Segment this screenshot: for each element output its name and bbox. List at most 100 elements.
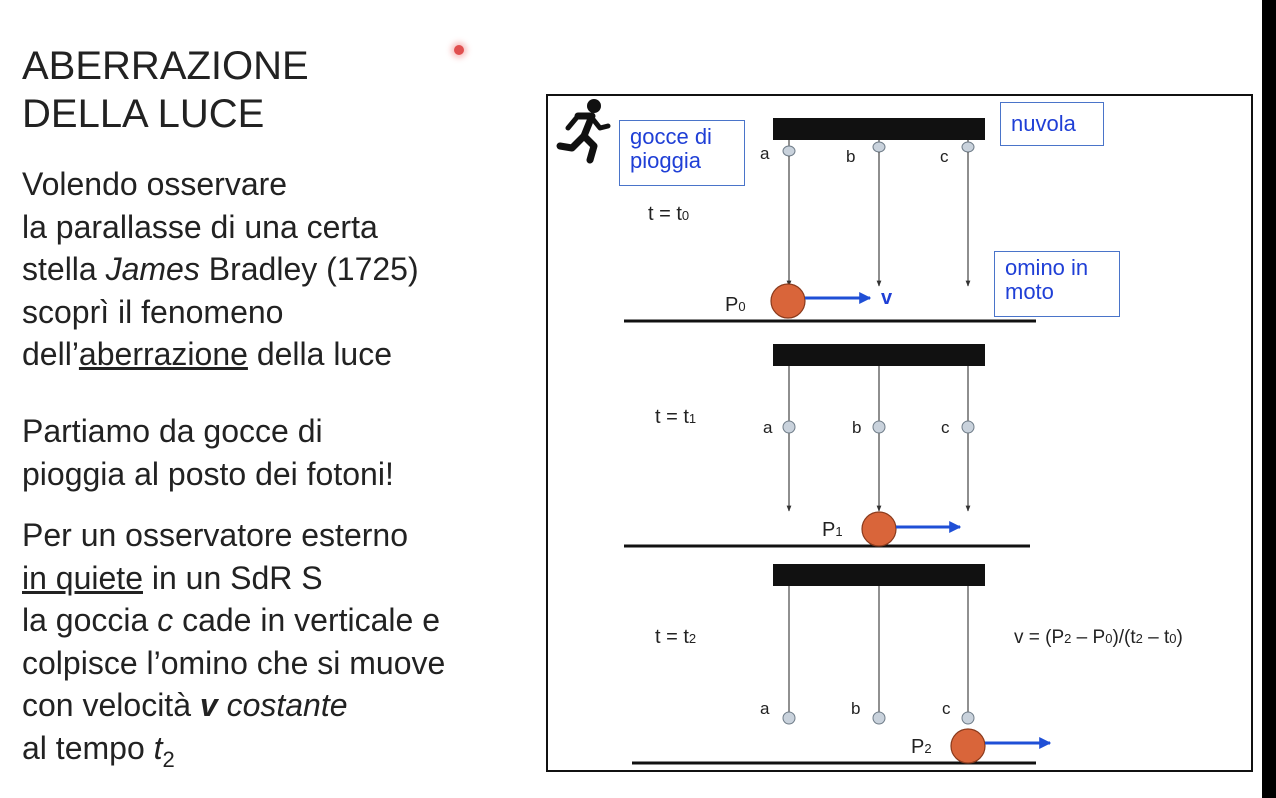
rain-drop <box>782 420 796 434</box>
text: Bradley (1725) <box>199 251 419 287</box>
text-line: la parallasse di una certa <box>22 208 378 245</box>
text: in un SdR S <box>142 559 323 596</box>
rain-drop <box>872 141 886 153</box>
box-line: gocce di <box>630 124 712 149</box>
rain-drop <box>961 141 975 153</box>
italic-name: James <box>105 251 200 287</box>
observer-dot <box>770 283 806 319</box>
box-line: moto <box>1005 279 1054 304</box>
time-text: t = t <box>655 626 689 648</box>
laser-pointer-dot <box>454 45 464 55</box>
box-line: pioggia <box>630 148 701 173</box>
cloud-bar <box>773 564 985 586</box>
text: al tempo <box>22 729 154 766</box>
observer-dot <box>861 511 897 547</box>
observer-dot <box>950 728 986 764</box>
formula-part: – t <box>1143 627 1170 648</box>
rain-drop <box>782 145 796 157</box>
italic-letter: c <box>157 602 174 638</box>
window-edge <box>1262 0 1276 798</box>
rain-drop <box>961 711 975 725</box>
title-line-1: ABERRAZIONE <box>22 44 309 88</box>
drop-label: c <box>940 147 949 166</box>
text-line: stella James Bradley (1725) <box>22 248 419 291</box>
position-subscript: 2 <box>924 741 931 756</box>
panel-t2: a b c t = t2 v = (P2 – P0)/(t2 – t0) P2 <box>632 564 1183 765</box>
position-subscript: 0 <box>738 299 745 314</box>
position-text: P <box>822 519 835 541</box>
text: della luce <box>247 336 393 372</box>
text-line: pioggia al posto dei fotoni! <box>22 455 394 492</box>
formula-subscript: 2 <box>1064 631 1071 646</box>
position-label: P0 <box>725 294 746 316</box>
drop-label: a <box>763 418 773 437</box>
drop-label: c <box>941 418 950 437</box>
moving-man-label-box: omino in moto <box>994 251 1120 317</box>
text-line: al tempo t2 <box>22 727 445 782</box>
box-line: omino in <box>1005 255 1089 280</box>
text-line: Partiamo da gocce di <box>22 413 323 449</box>
text-line: la goccia c cade in verticale e <box>22 599 445 642</box>
diagram-canvas: a b c t = t0 v P0 a b c t = t1 <box>624 118 1183 765</box>
text-line: in quiete in un SdR S <box>22 557 445 600</box>
drop-label: b <box>851 699 860 718</box>
text-line: scoprì il fenomeno <box>22 293 284 330</box>
position-label: P1 <box>822 519 843 541</box>
formula-part: – P <box>1071 627 1105 648</box>
drop-label: a <box>760 699 770 718</box>
formula-part: ) <box>1177 627 1183 648</box>
cloud-label-box: nuvola <box>1000 102 1104 146</box>
formula-part: )/(t <box>1112 627 1136 648</box>
underlined-term: in quiete <box>22 559 143 596</box>
text: stella <box>22 251 106 287</box>
time-subscript: 1 <box>689 411 696 426</box>
slide-title: ABERRAZIONE DELLA LUCE <box>22 42 309 138</box>
text: la goccia <box>22 602 158 638</box>
paragraph-rain-drops: Partiamo da gocce di pioggia al posto de… <box>22 410 394 495</box>
velocity-formula: v = (P2 – P0)/(t2 – t0) <box>1014 627 1183 648</box>
title-line-2: DELLA LUCE <box>22 92 265 136</box>
paragraph-bradley: Volendo osservare la parallasse di una c… <box>22 163 419 376</box>
drop-label: a <box>760 144 770 163</box>
time-text: t = t <box>648 203 682 225</box>
time-subscript: 2 <box>162 746 175 772</box>
text-line: Volendo osservare <box>22 166 288 202</box>
time-text: t = t <box>655 406 689 428</box>
text-line: colpisce l’omino che si muove <box>22 644 446 681</box>
formula-subscript: 0 <box>1105 631 1112 646</box>
cloud-bar <box>773 118 985 140</box>
drop-label: b <box>852 418 861 437</box>
text: con velocità <box>22 687 200 723</box>
drop-label: c <box>942 699 951 718</box>
rain-drop <box>872 420 886 434</box>
rain-drops-label-box: gocce di pioggia <box>619 120 745 186</box>
time-symbol: t <box>153 729 163 766</box>
rain-drop <box>961 420 975 434</box>
aberration-diagram: a b c t = t0 v P0 a b c t = t1 <box>546 94 1253 772</box>
underlined-term: aberrazione <box>78 336 248 372</box>
text-line: con velocità v costante <box>22 684 445 727</box>
position-text: P <box>911 736 924 758</box>
drop-label: b <box>846 147 855 166</box>
position-label: P2 <box>911 736 932 758</box>
text: cade in verticale e <box>173 602 440 638</box>
text-line: Per un osservatore esterno <box>22 517 408 553</box>
rain-drop <box>872 711 886 725</box>
running-man-icon <box>556 99 611 164</box>
position-text: P <box>725 294 738 316</box>
text-line: dell’aberrazione della luce <box>22 333 419 376</box>
paragraph-observer: Per un osservatore esterno in quiete in … <box>22 514 445 781</box>
velocity-label: v <box>881 287 893 309</box>
panel-t1: a b c t = t1 P1 <box>624 344 1030 548</box>
rain-drop <box>782 711 796 725</box>
time-subscript: 0 <box>682 208 689 223</box>
velocity-symbol: v <box>199 687 218 723</box>
time-label: t = t1 <box>655 406 696 428</box>
formula-subscript: 2 <box>1136 631 1143 646</box>
time-subscript: 2 <box>689 631 696 646</box>
formula-subscript: 0 <box>1169 631 1176 646</box>
panel-t0: a b c t = t0 v P0 <box>624 118 1036 323</box>
italic-word: costante <box>217 687 348 723</box>
formula-part: v = (P <box>1014 627 1064 648</box>
time-label: t = t0 <box>648 203 689 225</box>
